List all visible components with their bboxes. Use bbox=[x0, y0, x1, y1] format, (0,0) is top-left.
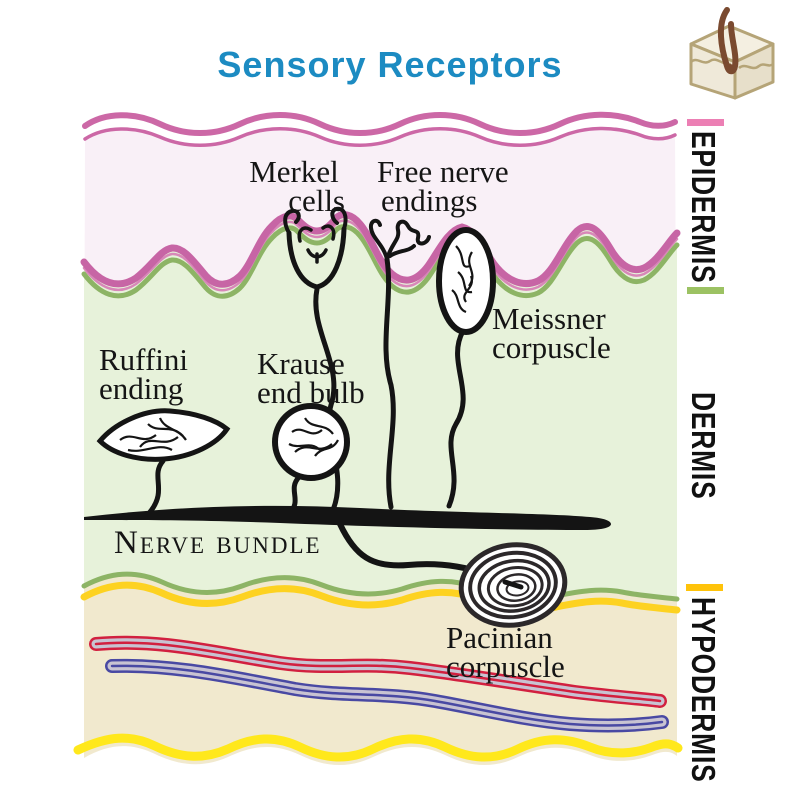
pacinian-corpuscle-label: Pacinian corpuscle bbox=[446, 620, 565, 684]
ruffini-line2: ending bbox=[99, 370, 184, 406]
epidermis-dermis-boundary bbox=[80, 211, 681, 299]
hypodermis-layer-label: HYPODERMIS bbox=[685, 597, 722, 783]
nerve-bundle-label: Nerve bundle bbox=[114, 525, 322, 561]
meissner-stem bbox=[446, 328, 466, 509]
free-nerve-line1: Free nerve bbox=[377, 154, 509, 189]
merkel-line1: Merkel bbox=[249, 154, 339, 189]
meissner-line1: Meissner bbox=[492, 301, 606, 336]
hypodermis-bottom-wave bbox=[73, 733, 683, 762]
dermis-layer-label: DERMIS bbox=[685, 392, 722, 500]
pacinian-nerve-tip bbox=[502, 579, 524, 590]
page-title: Sensory Receptors bbox=[217, 44, 563, 85]
merkel-stem bbox=[313, 286, 341, 513]
merkel-cells-drawing bbox=[283, 206, 348, 290]
krause-end-bulb-drawing bbox=[272, 403, 350, 481]
ruffini-ending-drawing bbox=[96, 408, 231, 462]
dermis-hypodermis-boundary bbox=[80, 571, 681, 614]
merkel-cells-label: Merkel cells bbox=[243, 154, 345, 218]
free-nerve-endings-label: Free nerve endings bbox=[377, 154, 509, 218]
epidermis-bottom-bar bbox=[687, 287, 724, 294]
ruffini-line1: Ruffini bbox=[99, 342, 188, 377]
artery-vessel bbox=[89, 635, 667, 708]
krause-end-bulb-label: Krause end bulb bbox=[257, 346, 365, 410]
ruffini-ending-label: Ruffini ending bbox=[99, 342, 188, 406]
pacinian-line1: Pacinian bbox=[446, 620, 553, 655]
nerve-bundle-line1: Nerve bundle bbox=[114, 525, 322, 561]
krause-line2: end bulb bbox=[257, 374, 365, 410]
nerve-bundle-drawing bbox=[84, 505, 611, 530]
vein-vessel bbox=[105, 658, 669, 733]
meissner-corpuscle-drawing bbox=[436, 227, 496, 335]
meissner-line2: corpuscle bbox=[492, 329, 611, 365]
free-nerve-endings-drawing bbox=[368, 218, 431, 261]
nerve-stems bbox=[147, 256, 515, 587]
pacinian-line2: corpuscle bbox=[446, 648, 565, 684]
ruffini-stem bbox=[147, 458, 166, 515]
merkel-line2: cells bbox=[288, 182, 345, 218]
hypodermis-top-bar bbox=[686, 584, 723, 591]
krause-line1: Krause bbox=[257, 346, 345, 381]
free-nerve-line2: endings bbox=[381, 182, 478, 218]
epidermis-layer-label: EPIDERMIS bbox=[685, 131, 722, 284]
skin-block-icon bbox=[689, 7, 775, 100]
free-nerve-stem bbox=[383, 256, 396, 510]
krause-stem bbox=[286, 474, 302, 517]
skin-surface-waves bbox=[82, 111, 678, 147]
meissner-corpuscle-label: Meissner corpuscle bbox=[492, 301, 611, 365]
epidermis-top-bar bbox=[687, 119, 724, 126]
